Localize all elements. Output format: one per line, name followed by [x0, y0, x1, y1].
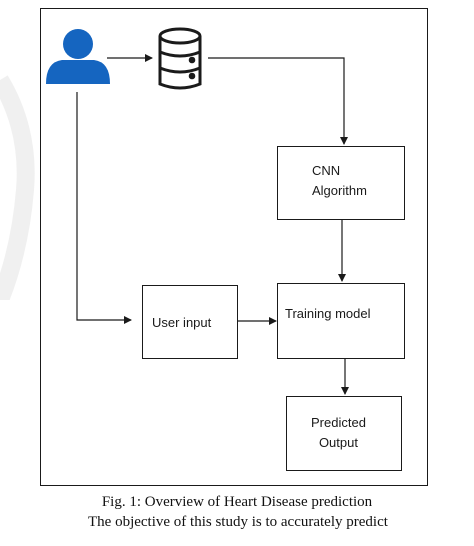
training-model-box: Training model [277, 283, 405, 359]
figure-frame [40, 8, 428, 486]
predicted-output-box: Predicted Output [286, 396, 402, 471]
page-top-fragment: ш ш [0, 0, 21, 3]
edge-database-to-cnn [208, 57, 348, 145]
figure-caption: Fig. 1: Overview of Heart Disease predic… [101, 494, 373, 510]
database-icon [158, 27, 202, 90]
cnn-algorithm-box: CNN Algorithm [277, 146, 405, 220]
watermark-graphic [0, 70, 40, 304]
cnn-algorithm-label: CNN Algorithm [312, 163, 367, 198]
body-text-cutoff [0, 536, 474, 546]
edge-user-to-userinput [76, 92, 132, 324]
user-input-box: User input [142, 285, 238, 359]
user-input-label: User input [152, 315, 212, 330]
predicted-output-label: Predicted Output [311, 415, 366, 450]
training-model-label: Training model [285, 306, 371, 321]
user-icon [46, 29, 110, 84]
body-text-line: The objective of this study is to accura… [88, 514, 388, 530]
